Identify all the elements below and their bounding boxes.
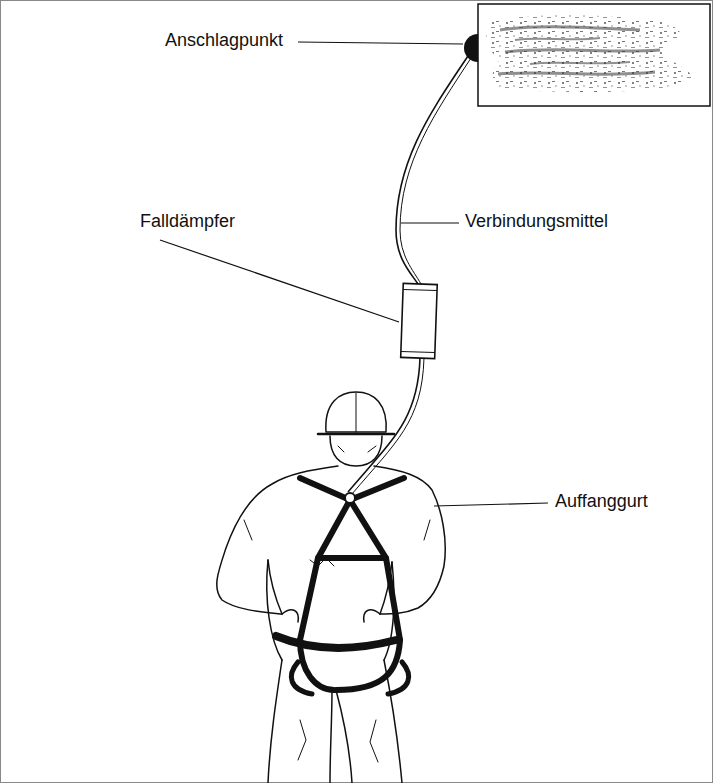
part-name: Verbindungsmittel (465, 211, 608, 233)
shock-absorber (401, 283, 438, 358)
lanyard (396, 56, 468, 284)
full-body-harness (276, 478, 409, 694)
part-name: Anschlagpunkt (165, 30, 283, 52)
worker-figure (217, 392, 445, 783)
concrete-slab (478, 4, 710, 106)
leader-lines (160, 42, 548, 506)
part-name: Auffanggurt (555, 491, 648, 513)
lanyard (400, 58, 471, 284)
d-ring (345, 493, 355, 503)
part-name: Falldämpfer (140, 211, 235, 233)
